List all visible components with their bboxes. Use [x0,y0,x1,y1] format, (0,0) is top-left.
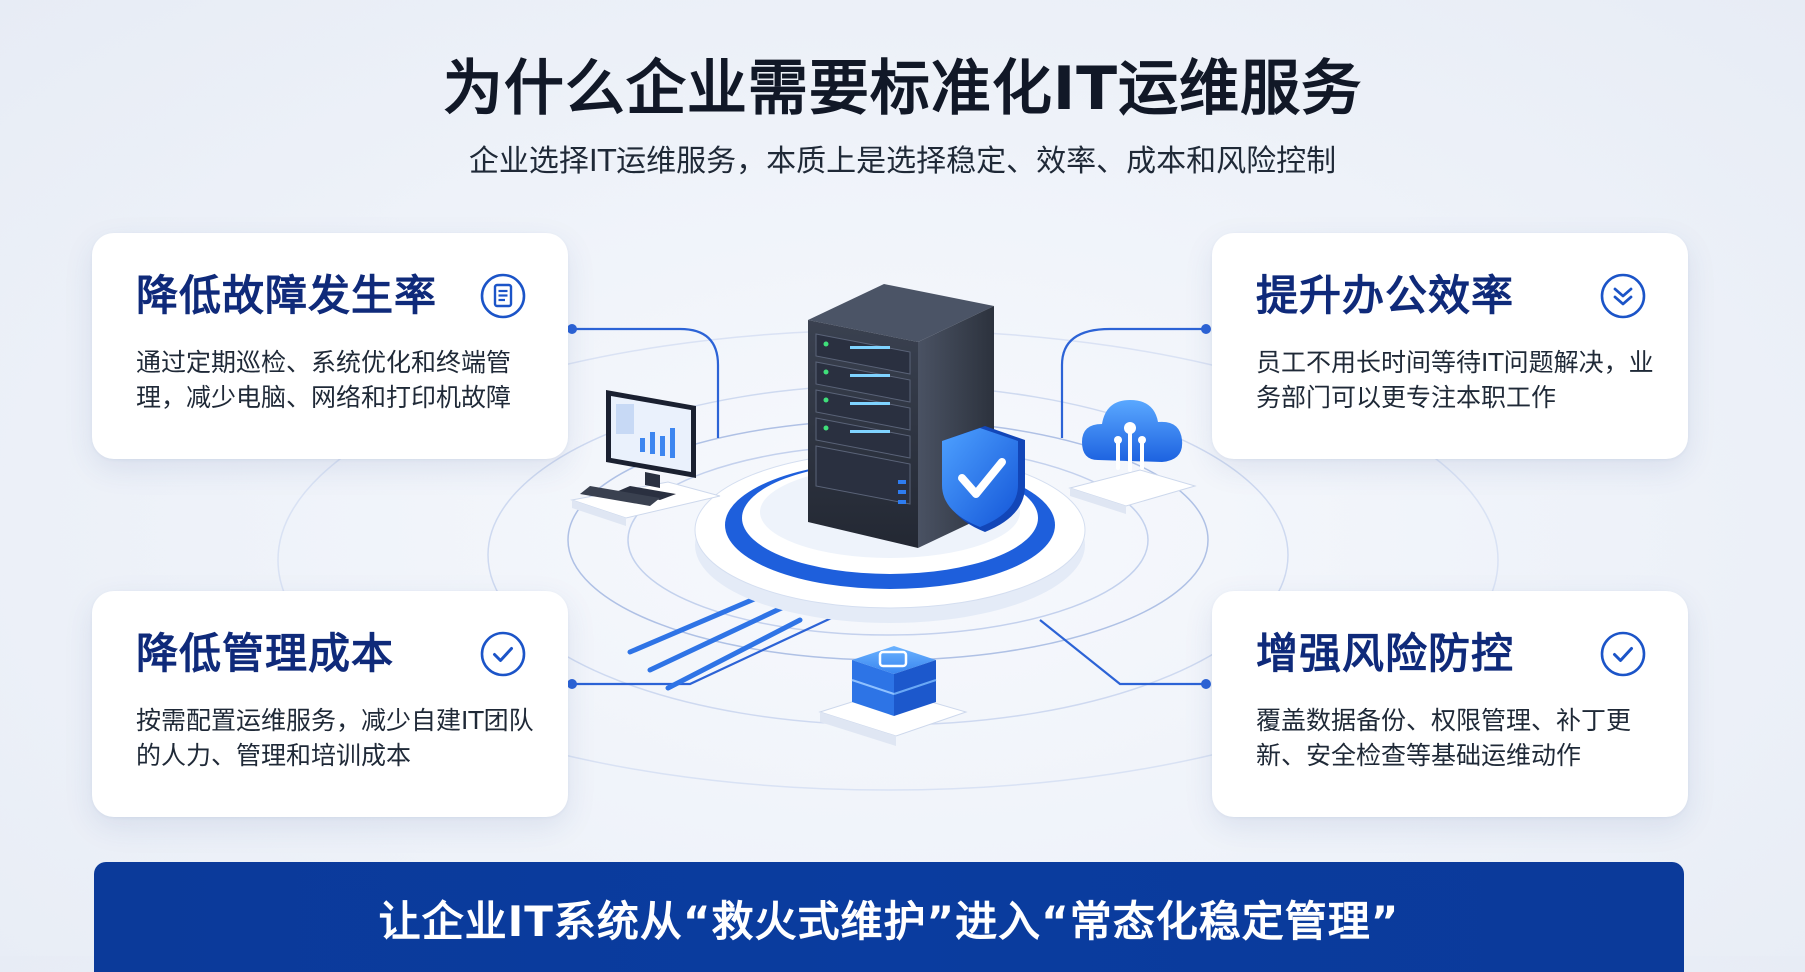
card-title: 降低故障发生率 [136,271,438,320]
server-rack-icon [808,284,994,548]
card-title: 提升办公效率 [1256,271,1515,320]
card-description: 员工不用长时间等待IT问题解决，业务部门可以更专注本职工作 [1256,348,1654,413]
card-description: 通过定期巡检、系统优化和终端管理，减少电脑、网络和打印机故障 [136,348,512,413]
card-description: 覆盖数据备份、权限管理、补丁更新、安全检查等基础运维动作 [1256,706,1632,771]
bottom-banner: 让企业IT系统从“救火式维护”进入“常态化稳定管理” [94,862,1684,972]
card-improve-office-efficiency: 提升办公效率 员工不用长时间等待IT问题解决，业务部门可以更专注本职工作 [1212,233,1688,459]
security-shield-icon [942,426,1025,532]
card-description: 按需配置运维服务，减少自建IT团队的人力、管理和培训成本 [136,706,534,771]
card-enhance-risk-control: 增强风险防控 覆盖数据备份、权限管理、补丁更新、安全检查等基础运维动作 [1212,591,1688,817]
page-subtitle: 企业选择IT运维服务，本质上是选择稳定、效率、成本和风险控制 [468,144,1337,179]
card-title: 增强风险防控 [1256,629,1515,678]
double-chevron-down-icon [1600,273,1646,319]
banner-text: 让企业IT系统从“救火式维护”进入“常态化稳定管理” [378,897,1400,946]
connector-dots [567,324,1211,689]
card-title: 降低管理成本 [136,629,395,678]
computer-monitor-icon [570,390,721,526]
page-title: 为什么企业需要标准化IT运维服务 [442,54,1363,124]
cloud-network-icon [1068,400,1197,514]
connector-lines [572,327,1206,686]
check-circle-icon [1600,631,1646,677]
data-cube-icon [818,646,968,746]
card-reduce-failure-rate: 降低故障发生率 通过定期巡检、系统优化和终端管理，减少电脑、网络和打印机故障 [92,233,568,459]
document-icon [480,273,526,319]
check-circle-icon [480,631,526,677]
card-reduce-management-cost: 降低管理成本 按需配置运维服务，减少自建IT团队的人力、管理和培训成本 [92,591,568,817]
